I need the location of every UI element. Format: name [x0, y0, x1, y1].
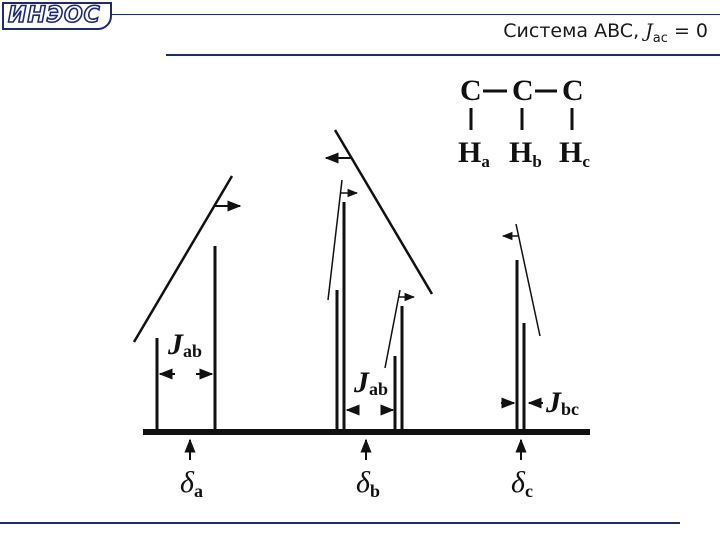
- multiplet-b: Jab: [324, 129, 434, 430]
- carbon-atom-3: C: [562, 74, 584, 107]
- roof-line-b-inner-1: [327, 179, 343, 301]
- molecule-structure: C C C Ha Hb Hc: [458, 74, 590, 171]
- title-suffix: = 0: [667, 20, 708, 42]
- ineos-logo: ИНЭОС: [2, 2, 114, 32]
- slide-title: Система ABC, Jac = 0: [503, 20, 708, 46]
- header-top-rule: [112, 14, 720, 15]
- shift-markers: δa δb δc: [180, 438, 533, 501]
- slide-header: ИНЭОС Система ABC, Jac = 0: [0, 0, 720, 60]
- roof-line-c: [515, 223, 541, 337]
- logo-frame: [2, 2, 112, 30]
- title-j-subscript: ac: [652, 31, 668, 46]
- multiplet-a: Jab: [132, 175, 242, 430]
- title-underline: [166, 54, 720, 56]
- hydrogen-a: Ha: [458, 136, 490, 171]
- coupling-label-jab-b: Jab: [353, 366, 388, 399]
- shift-label-b: δb: [356, 466, 380, 501]
- multiplet-c: Jbc: [501, 223, 579, 430]
- roof-line-b-inner-2: [384, 289, 401, 369]
- title-prefix: Система ABC,: [503, 20, 646, 42]
- carbon-atom-2: C: [512, 74, 534, 107]
- hydrogen-b: Hb: [509, 136, 542, 171]
- hydrogen-c: Hc: [559, 136, 590, 171]
- logo-text: ИНЭОС: [7, 2, 101, 29]
- coupling-label-jbc: Jbc: [545, 386, 579, 419]
- carbon-atom-1: C: [460, 74, 482, 107]
- shift-label-c: δc: [511, 466, 533, 501]
- shift-label-a: δa: [180, 466, 203, 501]
- footer-rule: [0, 522, 680, 524]
- roof-line-a: [132, 175, 234, 343]
- title-j-symbol: J: [645, 20, 653, 42]
- coupling-label-jab-a: Jab: [167, 328, 202, 361]
- roof-line-b-outer: [333, 129, 434, 295]
